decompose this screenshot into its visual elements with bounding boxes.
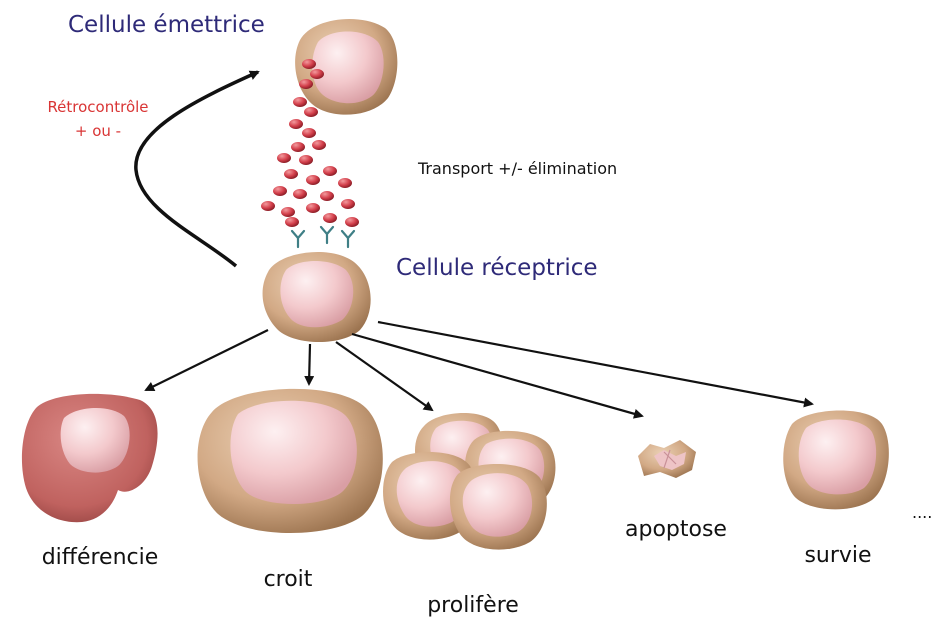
arrow-to-survival [378,322,812,404]
feedback-label-line1: Rétrocontrôle [47,98,148,116]
outcome-label-differentiates: différencie [42,545,159,570]
outcome-label-grows: croit [264,567,313,592]
feedback-arrow [136,72,258,266]
receiving-cell [263,252,371,342]
daughter-cell-4 [450,464,547,550]
arrow-to-differentiates [146,330,268,390]
apoptotic-cell [638,440,696,478]
arrow-to-apoptosis [352,334,642,416]
grown-cell [198,389,383,533]
outcome-label-survival: survie [804,543,871,568]
transport-label: Transport +/- élimination [417,159,617,178]
emitting-cell-label: Cellule émettrice [68,12,265,38]
surviving-cell [783,410,889,509]
outcome-label-more: .... [912,503,932,522]
arrow-to-grows [309,344,310,384]
outcome-label-proliferates: prolifère [427,593,519,618]
feedback-label-line2: + ou - [75,122,121,140]
proliferating-cells [383,413,555,550]
membrane-receptors [292,227,354,247]
outcome-label-apoptosis: apoptose [625,517,727,542]
differentiated-cell [22,394,158,522]
receiving-cell-label: Cellule réceptrice [396,255,598,281]
